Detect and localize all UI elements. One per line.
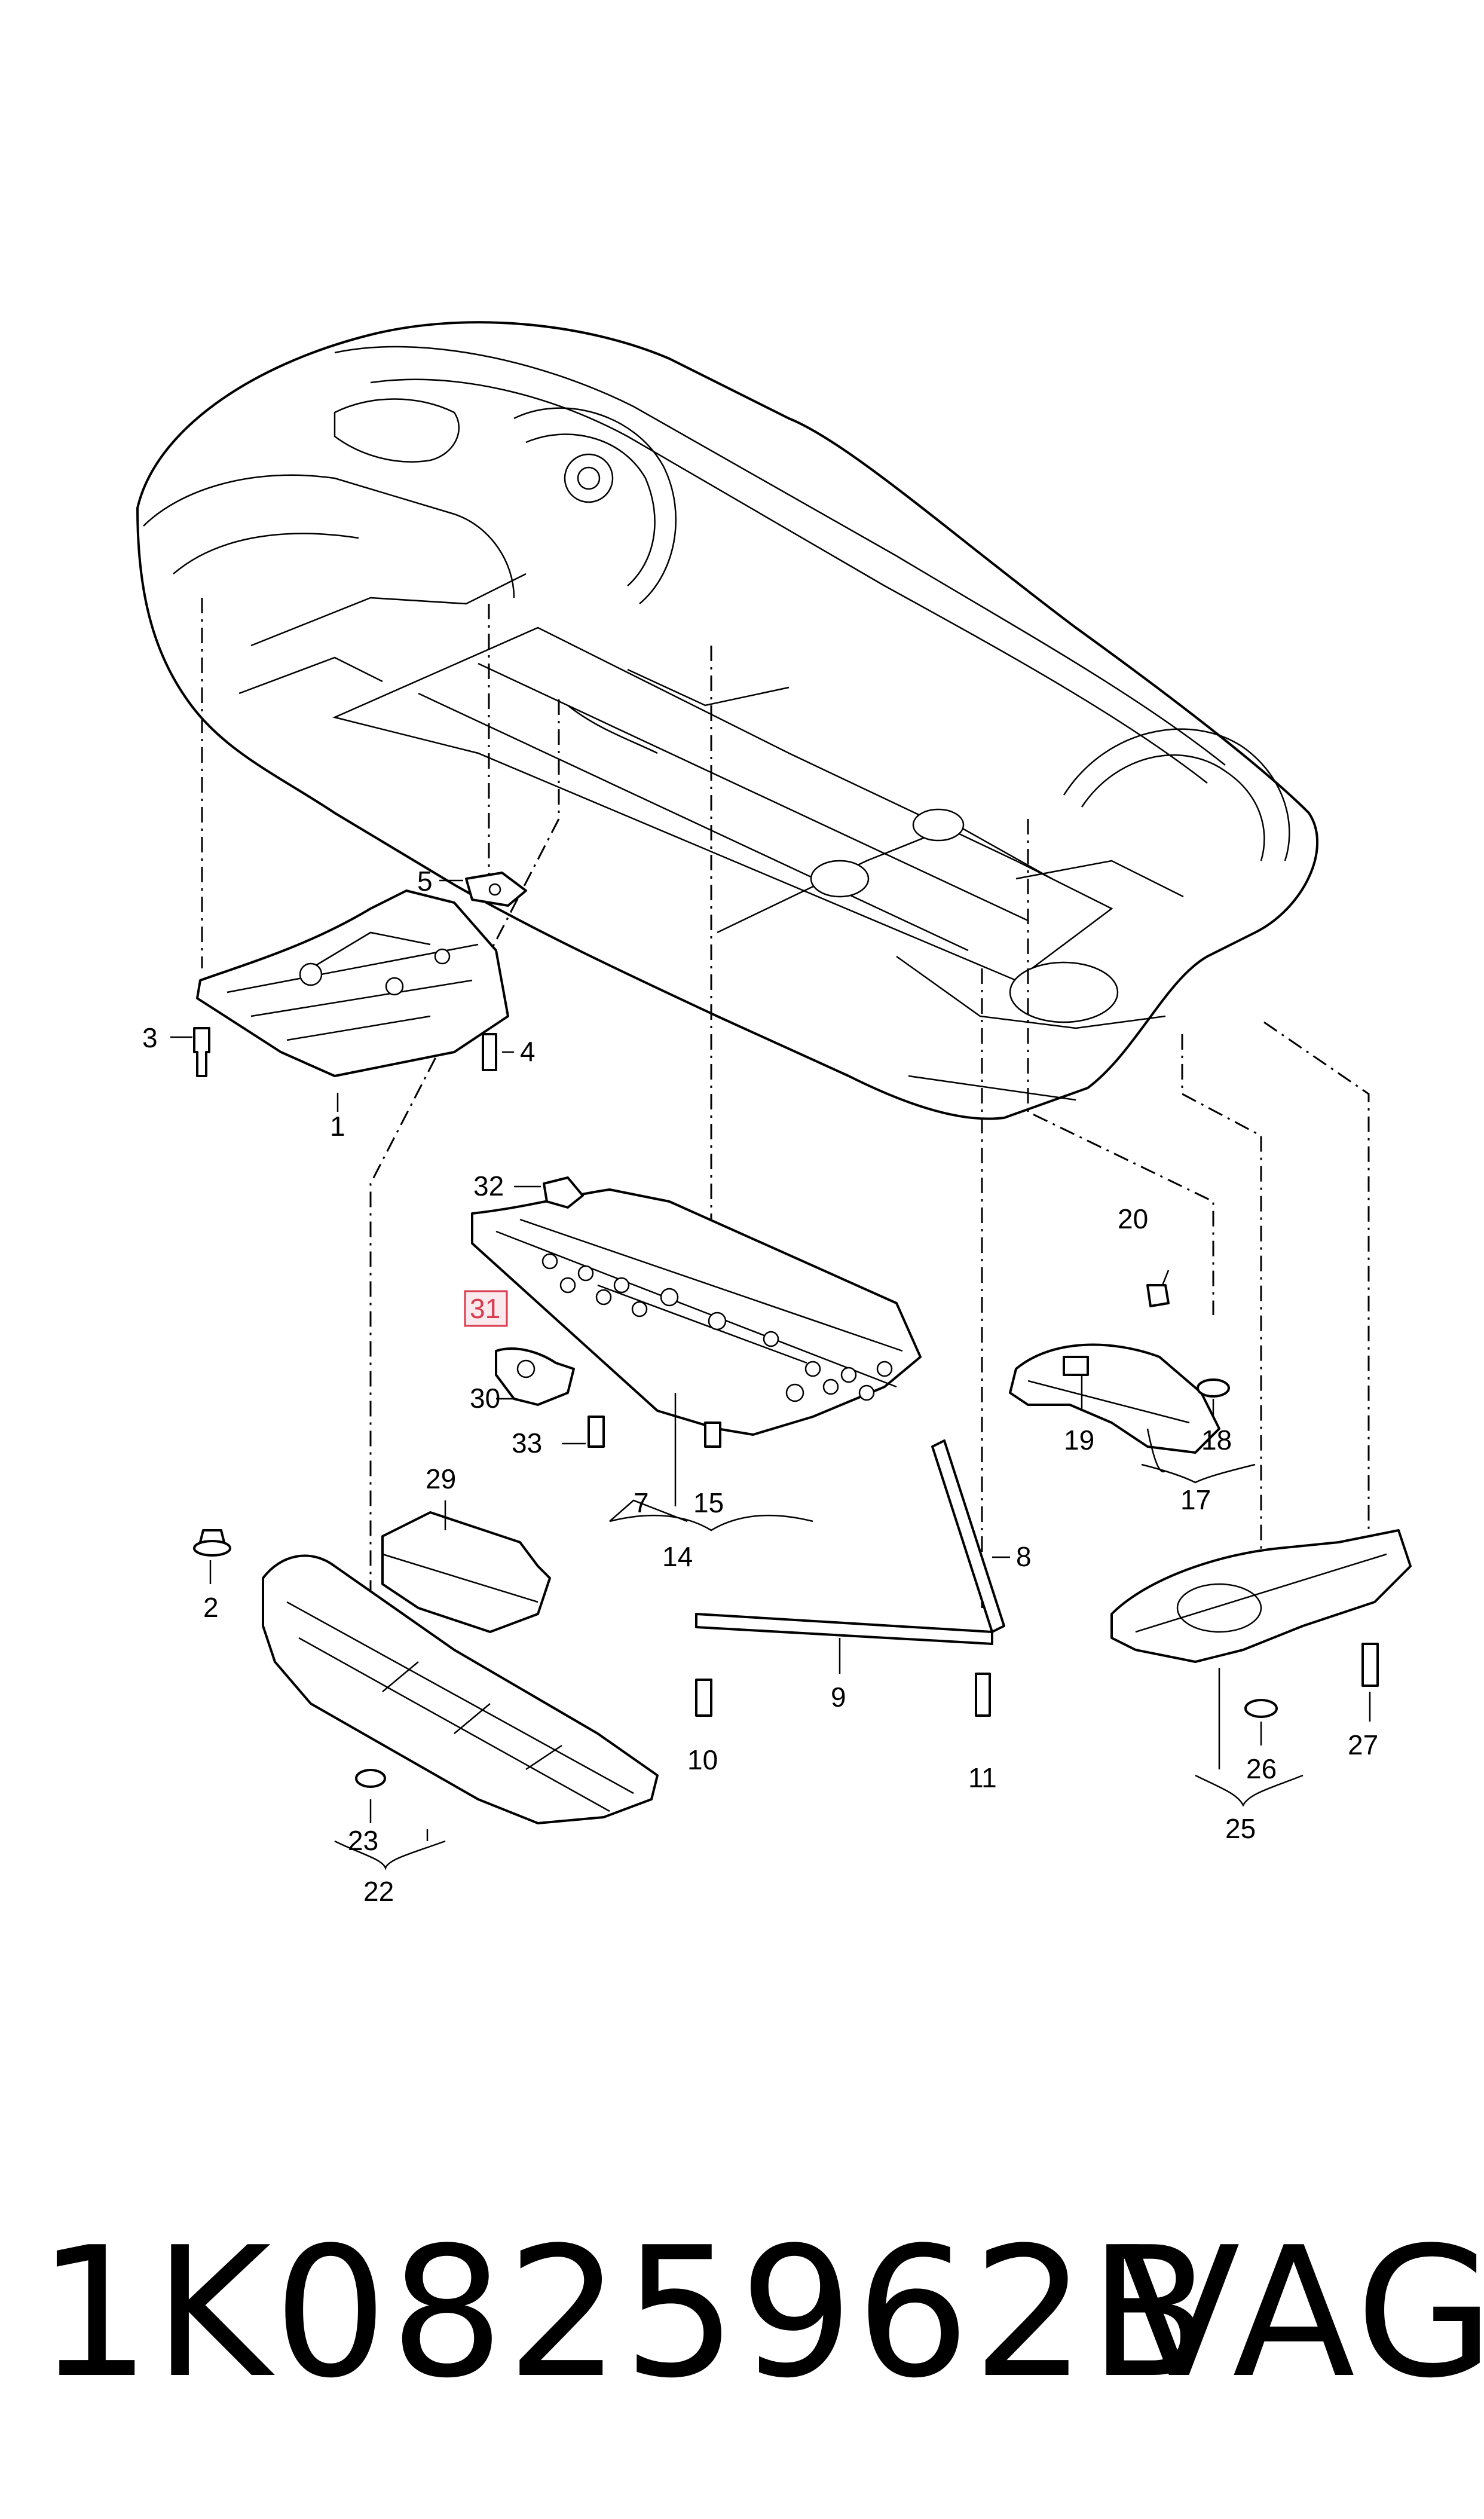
callout-22: 22 [363,1876,394,1907]
callout-23: 23 [348,1825,378,1856]
callout-14: 14 [662,1541,693,1572]
callout-30: 30 [470,1383,500,1414]
assembly-lines [201,598,1370,1608]
part-32-clip [543,1176,584,1209]
callout-9: 9 [831,1682,846,1713]
part-8-diagonal-strut [931,1439,1005,1633]
callout-3: 3 [142,1022,158,1053]
part-25-rear-underbody-panel [1110,1529,1412,1663]
callout-7: 7 [634,1487,649,1518]
callout-17: 17 [1180,1484,1211,1515]
brand-label: VAG [1118,2209,1484,2417]
callout-25: 25 [1225,1813,1256,1844]
callout-5: 5 [417,866,433,897]
callout-26: 26 [1246,1753,1277,1784]
callout-2: 2 [203,1592,219,1623]
callout-31: 31 [470,1293,500,1324]
part-22-tunnel-heat-shield [262,1554,659,1824]
fasteners [193,1027,1379,1788]
part-9-cross-strut [695,1613,993,1645]
callout-20: 20 [1118,1203,1148,1234]
callout-1: 1 [330,1111,345,1142]
leader-lines [170,879,1371,1870]
callout-8: 8 [1016,1541,1032,1572]
callout-11: 11 [968,1762,997,1793]
part-29-heat-shield [381,1511,551,1633]
callout-4: 4 [520,1036,536,1067]
callout-29: 29 [426,1463,456,1494]
callout-19: 19 [1064,1424,1094,1456]
callout-labels: 1 2 3 4 5 7 8 9 10 11 14 15 17 18 19 20 … [142,866,1378,1907]
callout-32: 32 [473,1170,504,1202]
part-5-bracket [465,872,527,907]
part-30-bracket [495,1347,575,1406]
part-1-engine-underbody-shield [196,889,509,1077]
callout-33: 33 [512,1427,542,1459]
callout-10: 10 [687,1744,718,1775]
car-underbody [136,321,1319,1120]
callout-15: 15 [693,1487,724,1518]
callout-18: 18 [1201,1424,1232,1456]
part-number-label: 1K0825962B [37,2209,1214,2417]
callout-31-highlight: 31 [464,1290,508,1327]
callout-27: 27 [1348,1729,1378,1760]
part-17-rear-wheel-shield [1009,1284,1220,1454]
part-14-underbody-panel [471,1188,922,1436]
panel-holes [541,1253,893,1402]
